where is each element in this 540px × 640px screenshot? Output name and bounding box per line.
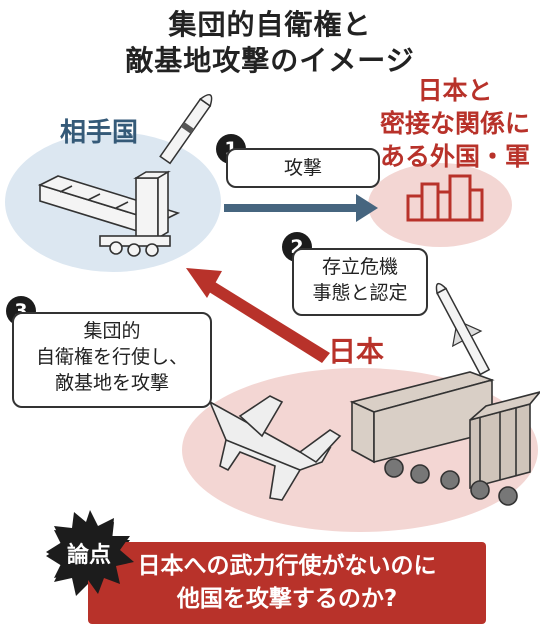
missile-truck-icon (349, 371, 540, 506)
step-3-text-line-2: 自衛権を行使し、 (35, 346, 188, 368)
title-line-2: 敵基地攻撃のイメージ (125, 44, 415, 77)
ally-buildings-icon (406, 174, 484, 222)
opponent-missile-icon (159, 93, 213, 165)
step-1-text: 攻撃 (283, 157, 322, 179)
opponent-label: 相手国 (60, 118, 139, 148)
step-3-text-line-3: 敵基地を攻撃 (54, 372, 169, 394)
ally-label-line-1: 日本と (417, 76, 493, 105)
arrow-counterattack (186, 268, 330, 363)
ronten-badge-text: 論点 (66, 543, 111, 568)
arrow-attack (224, 194, 378, 222)
ally-ellipse (368, 163, 512, 247)
footer-line-1: 日本への武力行使がないのに (137, 553, 437, 579)
ally-label: 日本と 密接な関係に ある外国・軍 (370, 74, 540, 173)
launcher-icon (37, 170, 181, 257)
step-2-text-line-1: 存立危機 (321, 256, 398, 278)
title-line-1: 集団的自衛権と (168, 8, 372, 41)
step-2-text-line-2: 事態と認定 (312, 282, 408, 304)
ally-label-line-3: ある外国・軍 (379, 142, 530, 171)
fighter-jet-icon (208, 395, 342, 501)
footer-question-box (88, 542, 486, 624)
japan-missile-icon (435, 282, 491, 376)
step-2-bubble: 存立危機 事態と認定 (292, 248, 428, 316)
step-3-text-line-1: 集団的 (83, 320, 141, 342)
step-1-bubble: 攻撃 (226, 148, 380, 188)
step-3-bubble: 集団的 自衛権を行使し、 敵基地を攻撃 (12, 312, 212, 408)
footer-line-2: 他国を攻撃するのか? (176, 586, 398, 612)
japan-label: 日本 (328, 335, 385, 368)
ally-label-line-2: 密接な関係に (379, 109, 530, 138)
